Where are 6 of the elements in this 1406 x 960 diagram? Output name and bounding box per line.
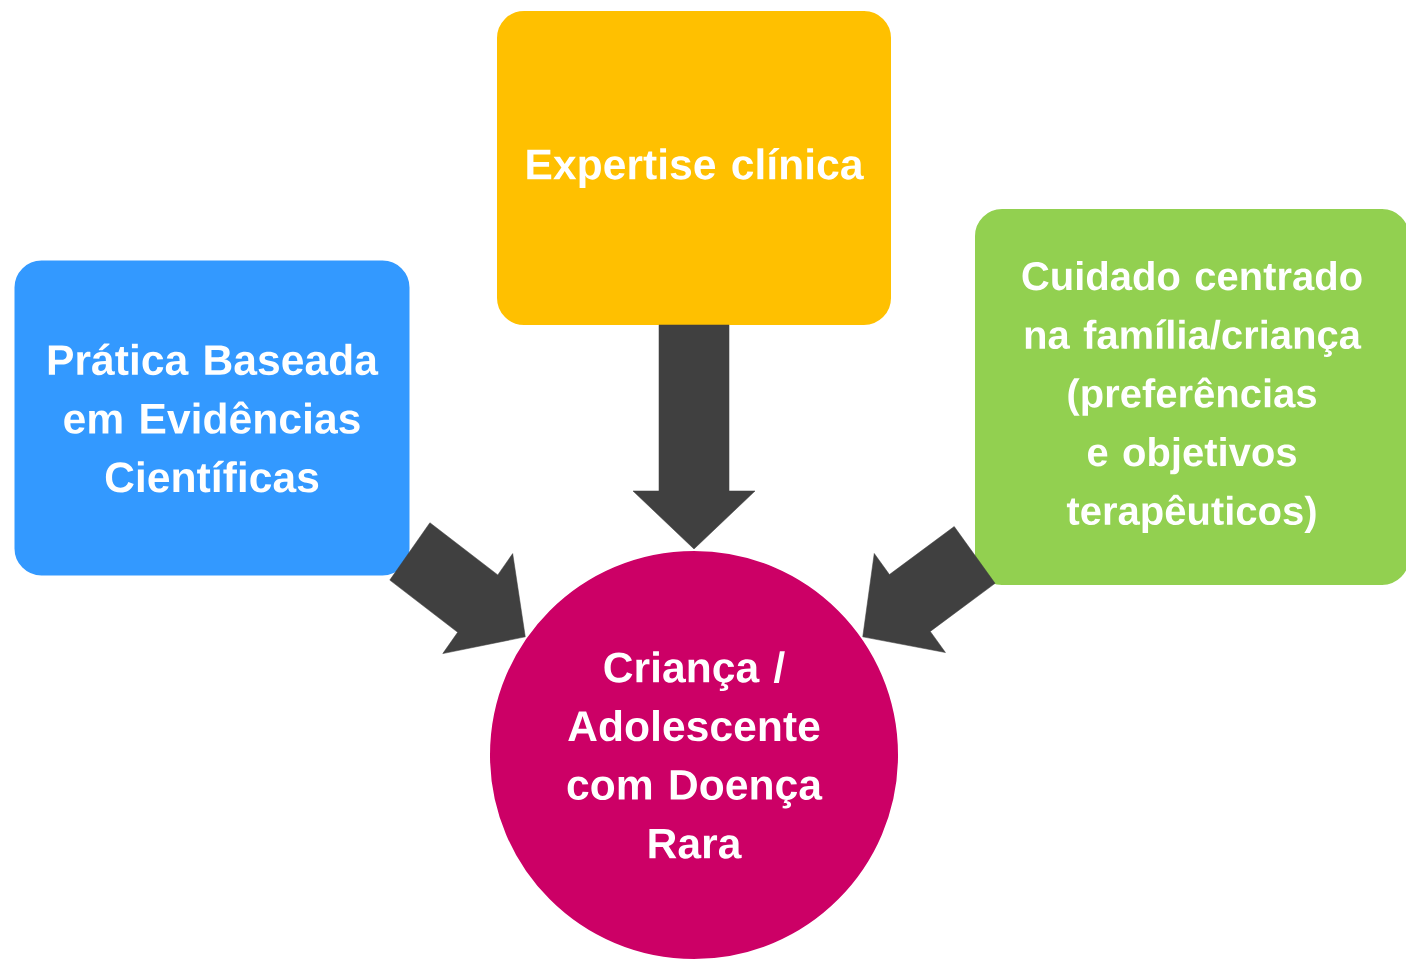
concept-box: Prática Baseada em Evidências Científicas [12,258,412,578]
concept-box: Cuidado centrado na família/criança (preferências e objetivos terapêuticos) [973,207,1406,587]
concept-box: Expertise clínica [495,9,893,327]
block-arrow [389,522,526,654]
block-arrow [632,324,756,550]
block-arrow [862,526,996,653]
